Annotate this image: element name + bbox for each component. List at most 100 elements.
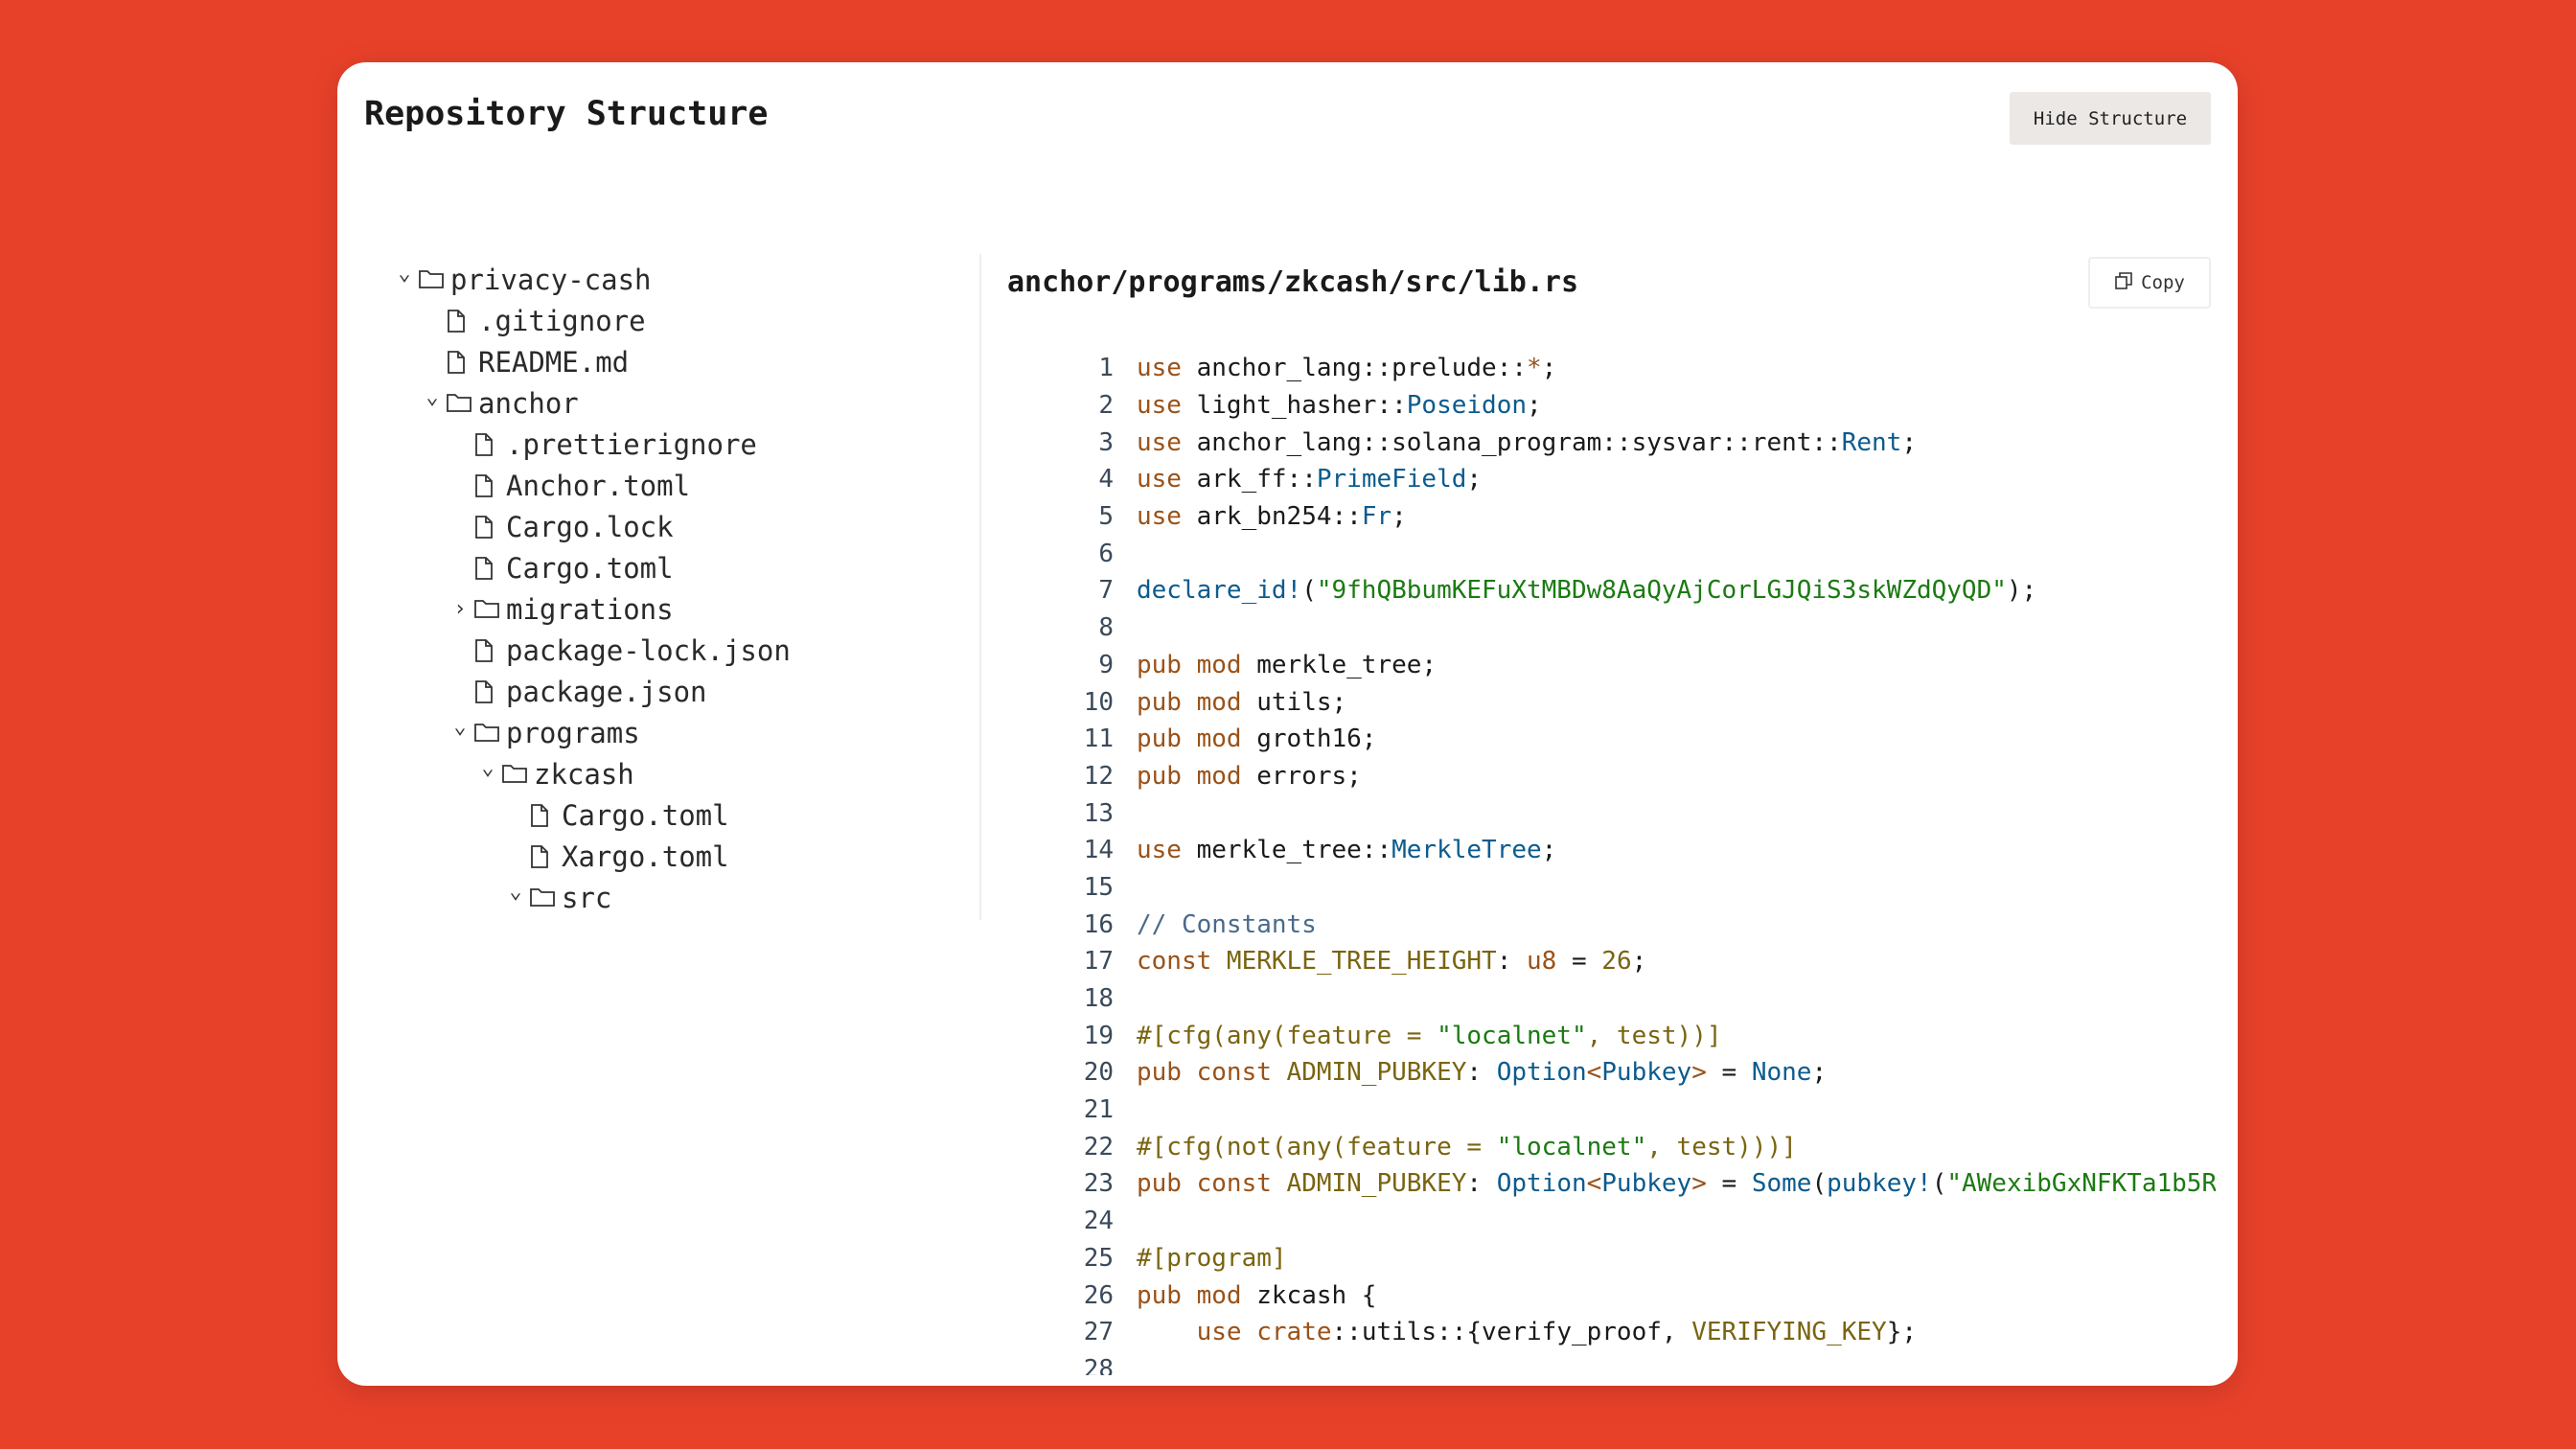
- code-token: use: [1137, 427, 1182, 457]
- line-number: 14: [1083, 836, 1114, 865]
- tree-file[interactable]: Cargo.toml: [393, 794, 791, 836]
- code-token: pub mod: [1137, 687, 1242, 717]
- code-token: merkle_tree::: [1181, 836, 1392, 865]
- tree-item-label: programs: [506, 716, 640, 749]
- code-token: declare_id!: [1137, 576, 1302, 606]
- file-icon: [444, 309, 472, 334]
- code-token: "localnet": [1437, 1021, 1587, 1050]
- file-path: anchor/programs/zkcash/src/lib.rs: [1007, 265, 1579, 299]
- tree-folder[interactable]: ⌄src: [393, 877, 791, 918]
- tree-file[interactable]: Anchor.toml: [393, 465, 791, 506]
- tree-item-label: migrations: [506, 592, 674, 626]
- code-token: ;: [1631, 947, 1647, 977]
- code-line: 19#[cfg(any(feature = "localnet", test))…: [1046, 1017, 2216, 1054]
- file-icon: [472, 679, 500, 704]
- code-token: pub mod: [1137, 1280, 1242, 1310]
- code-token: pub const: [1137, 1169, 1272, 1199]
- copy-button[interactable]: Copy: [2088, 257, 2211, 309]
- code-token: MerkleTree: [1392, 836, 1542, 865]
- code-token: pub const: [1137, 1058, 1272, 1088]
- code-line: 24: [1046, 1203, 2216, 1240]
- folder-icon: [472, 597, 500, 622]
- code-token: anchor_lang::solana_program::sysvar::ren…: [1181, 427, 1842, 457]
- line-number: 1: [1098, 354, 1114, 383]
- tree-item-label: privacy-cash: [450, 263, 652, 296]
- code-token: const: [1137, 947, 1212, 977]
- code-token: =: [1706, 1169, 1752, 1199]
- code-line: 26 pub mod zkcash {: [1046, 1276, 2216, 1314]
- code-line: 13: [1046, 794, 2216, 832]
- tree-file[interactable]: Cargo.toml: [393, 547, 791, 588]
- tree-folder[interactable]: ⌄ privacy-cash: [393, 259, 791, 300]
- code-token: 26: [1601, 947, 1632, 977]
- hide-structure-button[interactable]: Hide Structure: [2010, 92, 2211, 145]
- tree-file[interactable]: package.json: [393, 671, 791, 712]
- tree-file[interactable]: .prettierignore: [393, 424, 791, 465]
- chevron-down-icon[interactable]: ⌄: [509, 880, 522, 904]
- folder-icon: [527, 886, 556, 910]
- code-token: pubkey!: [1827, 1169, 1932, 1199]
- tree-folder[interactable]: ⌄ programs: [393, 712, 791, 753]
- line-number: 7: [1098, 576, 1114, 606]
- chevron-down-icon[interactable]: ⌄: [398, 262, 411, 286]
- code-token: use: [1137, 502, 1182, 532]
- code-token: anchor_lang::prelude::: [1181, 354, 1527, 383]
- code-token: light_hasher::: [1181, 391, 1407, 421]
- code-token: , test))]: [1586, 1021, 1722, 1050]
- code-token: "localnet": [1496, 1132, 1647, 1162]
- file-icon: [527, 844, 556, 869]
- tree-file[interactable]: package-lock.json: [393, 630, 791, 671]
- code-token: Pubkey: [1601, 1058, 1692, 1088]
- code-token: =: [1706, 1058, 1752, 1088]
- code-token: >: [1691, 1058, 1707, 1088]
- code-token: (: [1811, 1169, 1828, 1199]
- chevron-right-icon[interactable]: ›: [453, 597, 467, 621]
- chevron-down-icon[interactable]: ⌄: [481, 756, 494, 780]
- line-number: 26: [1083, 1280, 1114, 1310]
- tree-folder[interactable]: ⌄anchor: [393, 382, 791, 424]
- code-token: *: [1527, 354, 1542, 383]
- code-token: MERKLE_TREE_HEIGHT: [1211, 947, 1497, 977]
- line-number: 2: [1098, 391, 1114, 421]
- code-token: };: [1886, 1318, 1918, 1347]
- code-token: merkle_tree;: [1241, 650, 1438, 679]
- code-token: PrimeField: [1316, 465, 1467, 494]
- code-line: 15: [1046, 869, 2216, 907]
- code-token: use: [1137, 391, 1182, 421]
- tree-folder[interactable]: › migrations: [393, 588, 791, 630]
- code-token: zkcash {: [1241, 1280, 1377, 1310]
- code-token: "AWexibGxNFKTa1b5R5M: [1946, 1169, 2216, 1199]
- code-token: ;: [1392, 502, 1407, 532]
- code-token: =: [1556, 947, 1602, 977]
- tree-item-label: Cargo.lock: [506, 510, 674, 543]
- file-icon: [472, 473, 500, 498]
- line-number: 20: [1083, 1058, 1114, 1088]
- code-line: 8: [1046, 610, 2216, 647]
- code-token: ;: [1901, 427, 1917, 457]
- chevron-down-icon[interactable]: ⌄: [426, 385, 439, 409]
- code-token: <: [1586, 1169, 1602, 1199]
- tree-file[interactable]: Cargo.lock: [393, 506, 791, 547]
- tree-folder[interactable]: ⌄zkcash: [393, 753, 791, 794]
- code-token: Poseidon: [1406, 391, 1528, 421]
- tree-file[interactable]: README.md: [393, 341, 791, 382]
- line-number: 17: [1083, 947, 1114, 977]
- chevron-down-icon[interactable]: ⌄: [453, 715, 467, 739]
- tree-file[interactable]: Xargo.toml: [393, 836, 791, 877]
- code-token: use: [1137, 465, 1182, 494]
- code-line: 6: [1046, 535, 2216, 572]
- tree-item-label: README.md: [478, 345, 630, 379]
- tree-file[interactable]: .gitignore: [393, 300, 791, 341]
- code-token: ark_bn254::: [1181, 502, 1362, 532]
